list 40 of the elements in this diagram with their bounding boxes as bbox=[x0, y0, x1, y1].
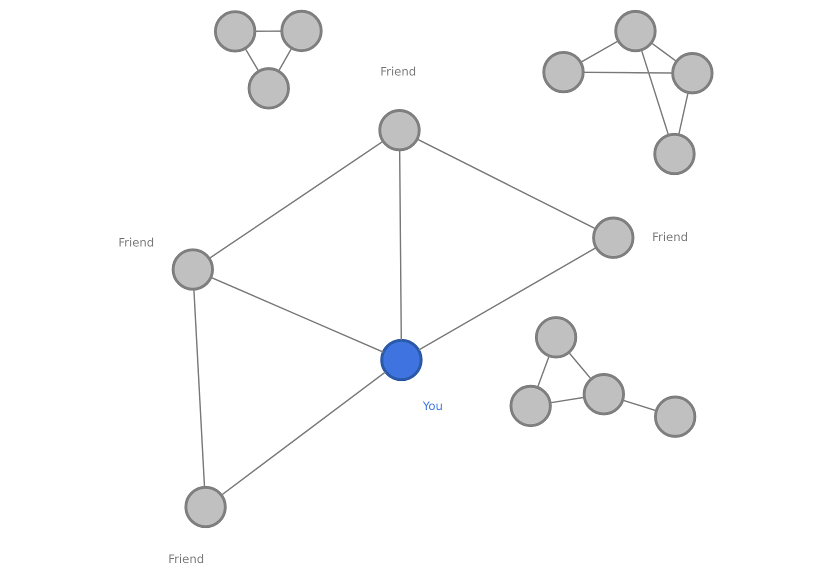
node-circle bbox=[380, 338, 423, 382]
node-label: Friend bbox=[652, 230, 688, 244]
node-circle bbox=[280, 10, 323, 52]
node-label: You bbox=[422, 399, 443, 414]
connector bbox=[244, 48, 260, 72]
connector bbox=[640, 50, 670, 136]
node-circle bbox=[534, 316, 578, 358]
connector bbox=[550, 396, 584, 404]
connector bbox=[678, 92, 689, 135]
connector bbox=[398, 150, 402, 340]
node-circle bbox=[653, 132, 696, 176]
node-circle bbox=[654, 396, 696, 438]
connector bbox=[255, 30, 282, 32]
node-label: Friend bbox=[118, 236, 154, 250]
node-circle bbox=[542, 51, 585, 94]
node-label: Friend bbox=[380, 64, 416, 79]
node-circle bbox=[248, 67, 290, 110]
connector bbox=[210, 276, 384, 353]
connector bbox=[418, 247, 596, 351]
connector bbox=[622, 399, 656, 412]
node-circle bbox=[510, 384, 552, 428]
connector bbox=[580, 40, 618, 63]
node-circle bbox=[172, 248, 214, 291]
node-circle bbox=[592, 216, 634, 259]
connector bbox=[278, 48, 292, 72]
connector bbox=[221, 371, 386, 496]
node-circle bbox=[184, 486, 227, 528]
connector bbox=[536, 356, 550, 388]
node-circle bbox=[671, 52, 714, 94]
node-label: Friend bbox=[168, 552, 204, 566]
node-circle bbox=[378, 109, 421, 152]
connector bbox=[583, 72, 672, 74]
connector bbox=[417, 138, 596, 230]
connector bbox=[193, 289, 206, 488]
connector bbox=[650, 42, 677, 62]
connector bbox=[568, 352, 592, 380]
node-circle bbox=[582, 373, 625, 416]
node-circle bbox=[614, 10, 657, 52]
node-circle bbox=[214, 10, 256, 53]
connector bbox=[208, 140, 384, 260]
